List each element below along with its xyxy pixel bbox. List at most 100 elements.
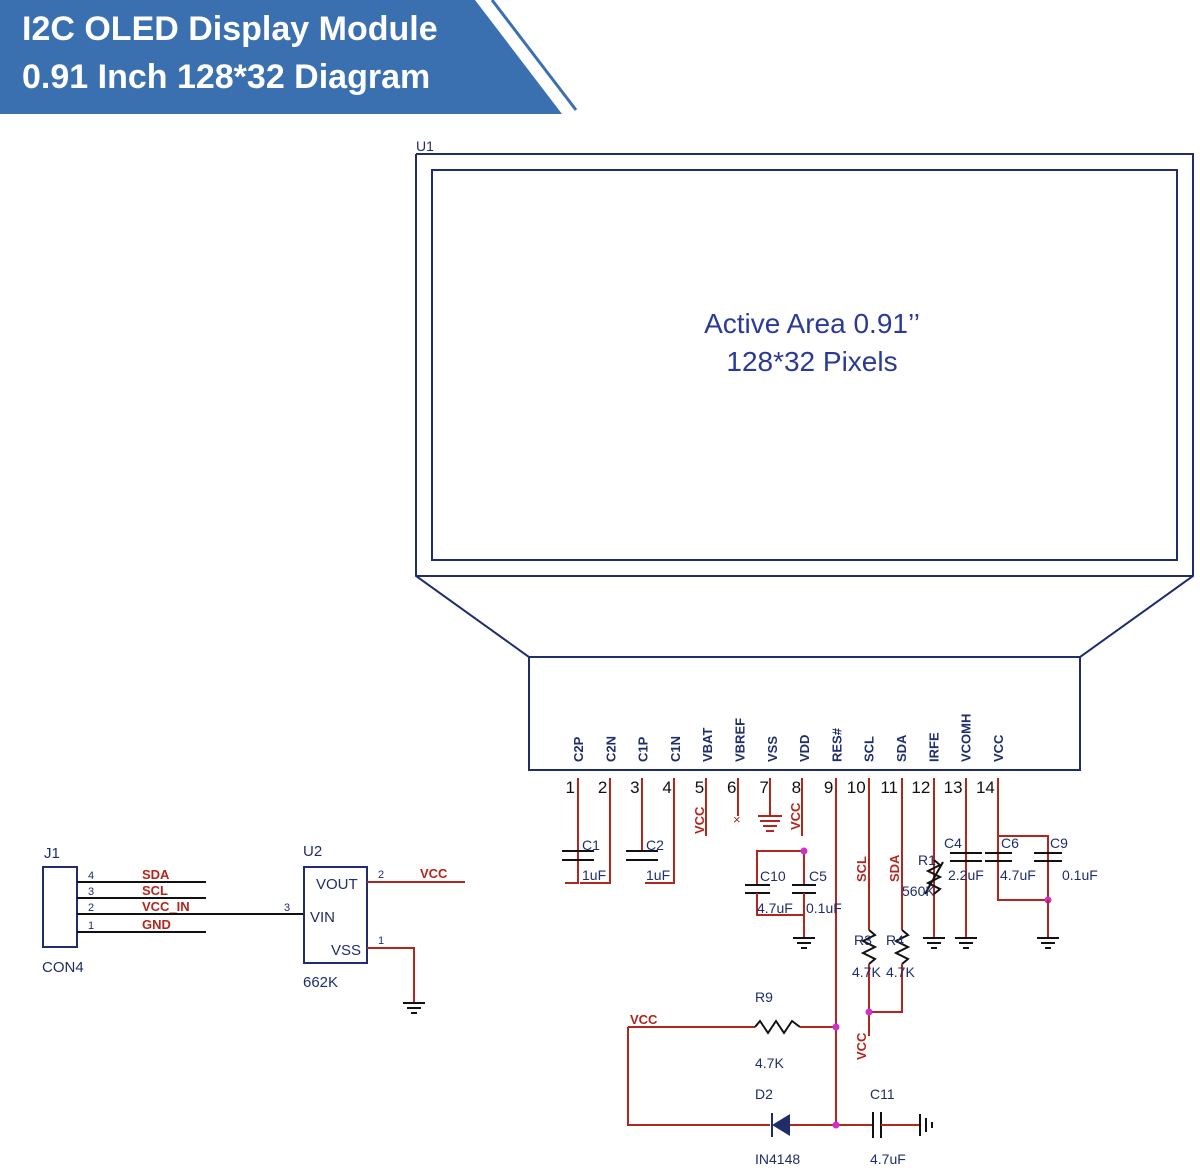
u1-pin-name: SCL (862, 736, 877, 762)
c2-value: 1uF (646, 867, 670, 883)
resistor-r1 (922, 859, 946, 949)
banner-background (0, 0, 562, 114)
regulator-u2 (303, 866, 465, 1014)
reset-network (627, 1019, 933, 1138)
u1-pin-wires (565, 778, 1049, 1125)
active-area-pixels: 128*32 Pixels (726, 346, 897, 377)
u1-pin-number: 12 (911, 778, 930, 797)
resistors-r3-r4 (860, 929, 911, 1036)
scl-net-label: SCL (854, 856, 869, 882)
vbref-no-connect: × (733, 812, 741, 827)
pullup-net-vcc: VCC (854, 1032, 869, 1060)
u1-pin-name: C2N (603, 736, 618, 762)
vss-ground-symbol (758, 815, 782, 832)
d2-value: IN4148 (755, 1151, 800, 1167)
vbat-net-vcc: VCC (692, 806, 707, 834)
u1-pin-number: 13 (944, 778, 963, 797)
u1-pin-number: 9 (824, 778, 833, 797)
r9-value: 4.7K (755, 1055, 784, 1071)
capacitor-c10-c5 (745, 847, 816, 949)
u1-pin-name: SDA (894, 734, 909, 762)
capacitor-c2 (626, 850, 658, 861)
u1-pin-name: RES# (829, 727, 844, 762)
j1-pin-number: 4 (88, 870, 94, 882)
j1-net-label: SCL (142, 883, 168, 898)
u1-pin-number: 2 (598, 778, 607, 797)
r1-value: 560K (902, 883, 935, 899)
u2-ref: U2 (303, 843, 322, 860)
j1-net-label: SDA (142, 867, 170, 882)
u1-pin-name: VCOMH (959, 714, 974, 762)
c10-ref: C10 (760, 868, 786, 884)
r4-value: 4.7K (886, 964, 915, 980)
c4-ref: C4 (944, 835, 962, 851)
vdd-net-vcc: VCC (788, 802, 803, 830)
j1-net-label: VCC_IN (142, 899, 190, 914)
c9-ref: C9 (1050, 835, 1068, 851)
reset-net-vcc: VCC (630, 1012, 658, 1027)
c10-value: 4.7uF (757, 900, 793, 916)
c11-ref: C11 (870, 1086, 895, 1102)
active-area-label: Active Area 0.91’’ (704, 308, 920, 339)
c11-value: 4.7uF (870, 1151, 906, 1167)
active-area (431, 169, 1178, 561)
u2-out-net: VCC (420, 866, 448, 881)
r3-ref: R3 (854, 932, 872, 948)
u1-pin-name: VBREF (733, 718, 748, 762)
u1-pin-name: IRFE (926, 732, 941, 762)
u2-vin-pin: VIN (310, 909, 335, 926)
c1-value: 1uF (582, 867, 606, 883)
u1-pin-name: VBAT (700, 728, 715, 762)
u2-vss-pin: VSS (331, 942, 361, 959)
r1-ref: R1 (918, 852, 936, 868)
c6-value: 4.7uF (1000, 867, 1036, 883)
title-banner: I2C OLED Display Module 0.91 Inch 128*32… (0, 0, 600, 114)
u2-vin-num: 3 (284, 902, 290, 914)
u1-pin-number: 8 (792, 778, 801, 797)
u2-part: 662K (303, 974, 338, 991)
r4-ref: R4 (886, 932, 904, 948)
u1-pin-number: 11 (880, 778, 898, 797)
j1-pin-number: 1 (88, 920, 94, 932)
j1-pin-number: 3 (88, 886, 94, 898)
diode-d2 (772, 1114, 790, 1136)
banner-title-line-1: I2C OLED Display Module (22, 10, 438, 48)
j1-part: CON4 (42, 959, 84, 976)
c6-ref: C6 (1001, 835, 1019, 851)
j1-net-label: GND (142, 917, 171, 932)
u1-pin-number: 4 (662, 778, 671, 797)
u1-pin-number: 5 (695, 778, 704, 797)
u1-pin-name: C1N (668, 736, 683, 762)
c2-ref: C2 (646, 837, 664, 853)
c5-value: 0.1uF (806, 900, 842, 916)
capacitor-c1 (562, 836, 594, 861)
j1-pin-labels: 4 SDA 3 SCL 2 VCC_IN 1 GND (88, 867, 190, 932)
connector-j1 (42, 866, 304, 948)
r3-value: 4.7K (852, 964, 881, 980)
capacitor-c6-c9 (985, 852, 1062, 949)
c1-ref: C1 (582, 837, 600, 853)
capacitor-c4 (950, 852, 982, 949)
u2-vout-num: 2 (378, 869, 384, 881)
u2-vout-pin: VOUT (316, 876, 358, 893)
u1-pin-name: VSS (765, 736, 780, 762)
u1-pin-number: 14 (976, 778, 995, 797)
u1-pin-name: VDD (797, 735, 812, 762)
c9-value: 0.1uF (1062, 867, 1098, 883)
u1-pin-name: C1P (636, 736, 651, 762)
j1-pin-number: 2 (88, 902, 94, 914)
u1-pin-number: 10 (847, 778, 866, 797)
d2-ref: D2 (755, 1086, 773, 1102)
u1-ref: U1 (416, 138, 434, 154)
r9-ref: R9 (755, 989, 773, 1005)
banner-title-line-2: 0.91 Inch 128*32 Diagram (22, 58, 431, 96)
banner-stripe-outer (490, 0, 578, 111)
u1-pin-number: 1 (566, 778, 575, 797)
u1-pin-labels: C2P1C2N2C1P3C1N4VBAT5VBREF6VSS7VDD8RES#9… (566, 714, 1006, 797)
u1-pin-number: 7 (759, 778, 768, 797)
banner-shape (0, 0, 578, 114)
c5-ref: C5 (809, 868, 827, 884)
banner-stripe (476, 0, 564, 111)
oled-module-outline (415, 153, 1194, 771)
